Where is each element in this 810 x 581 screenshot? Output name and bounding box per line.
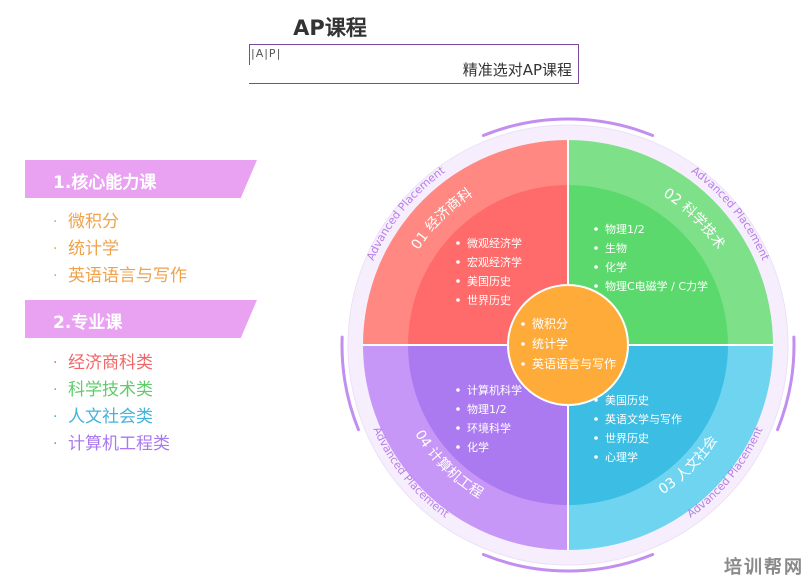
bullet-icon [456,298,460,302]
major-category-item: · 计算机工程类 [53,431,170,458]
quadrant-course-item: 物理C电磁学 / C力学 [605,279,708,293]
decorative-arc [481,553,655,573]
list-item-label: 微积分 [68,212,119,232]
quadrant-course-item: 计算机科学 [467,383,522,397]
core-course-item: 英语语言与写作 [532,357,616,371]
bullet-icon [594,284,598,288]
list-item-label: 经济商科类 [68,353,153,373]
frame-left-bar [249,45,250,65]
bullet-icon: · [53,355,58,371]
bullet-icon [594,417,598,421]
bullet-icon [456,279,460,283]
page-title: AP课程 [293,16,367,40]
bullet-icon [521,322,525,326]
bullet-icon [456,260,460,264]
quadrant-course-item: 世界历史 [467,294,511,307]
quadrant-course-item: 环境科学 [467,421,511,435]
major-courses-banner: 2.专业课 [25,300,257,338]
major-courses-list: · 经济商科类 · 科学技术类 · 人文社会类 · 计算机工程类 [53,350,170,458]
bullet-icon [456,388,460,392]
core-course-item: 微积分 [532,317,568,331]
bullet-icon [594,265,598,269]
quadrant-course-item: 心理学 [605,450,638,464]
core-courses-banner: 1.核心能力课 [25,160,257,198]
major-category-item: · 经济商科类 [53,350,170,377]
quadrant-course-item: 美国历史 [605,394,649,407]
core-course-item: · 英语语言与写作 [53,263,187,290]
major-category-item: · 科学技术类 [53,377,170,404]
quadrant-course-item: 宏观经济学 [467,255,522,269]
bullet-icon [521,342,525,346]
quadrant-course-item: 生物 [605,241,627,255]
subtitle: 精准选对AP课程 [462,61,572,79]
list-item-label: 计算机工程类 [68,434,170,454]
major-courses-heading: 2.专业课 [53,313,123,333]
bullet-icon [521,362,525,366]
quadrant-course-item: 世界历史 [605,432,649,445]
decorative-arc [776,335,796,432]
core-course-item: · 统计学 [53,236,187,263]
bullet-icon [594,436,598,440]
watermark: 培训帮网 [724,557,804,578]
bullet-icon: · [53,241,58,257]
list-item-label: 统计学 [68,239,119,259]
core-course-item: · 微积分 [53,209,187,236]
major-category-item: · 人文社会类 [53,404,170,431]
quadrant-course-item: 化学 [467,440,489,454]
bullet-icon [594,455,598,459]
core-center-circle [507,284,629,406]
core-courses-heading: 1.核心能力课 [53,173,157,193]
core-courses-list: · 微积分 · 统计学 · 英语语言与写作 [53,209,187,290]
quadrant-course-item: 化学 [605,260,627,274]
subtitle-frame: |A|P| 精准选对AP课程 [249,44,579,84]
bullet-icon: · [53,214,58,230]
bullet-icon: · [53,268,58,284]
bullet-icon [456,241,460,245]
list-item-label: 科学技术类 [68,380,153,400]
quadrant-course-item: 物理1/2 [605,222,645,236]
ap-abbreviation: |A|P| [251,47,282,60]
decorative-arc [481,117,655,137]
bullet-icon [594,246,598,250]
quadrant-course-item: 美国历史 [467,275,511,288]
list-item-label: 人文社会类 [68,407,153,427]
bullet-icon [456,426,460,430]
quadrant-course-item: 微观经济学 [467,236,522,250]
list-item-label: 英语语言与写作 [68,266,187,286]
bullet-icon: · [53,436,58,452]
bullet-icon: · [53,382,58,398]
quadrant-course-item: 物理1/2 [467,402,507,416]
bullet-icon [594,227,598,231]
bullet-icon: · [53,409,58,425]
bullet-icon [456,407,460,411]
quadrant-course-item: 英语文学与写作 [605,412,682,426]
core-course-item: 统计学 [532,336,568,351]
decorative-arc [340,335,360,432]
bullet-icon [456,445,460,449]
